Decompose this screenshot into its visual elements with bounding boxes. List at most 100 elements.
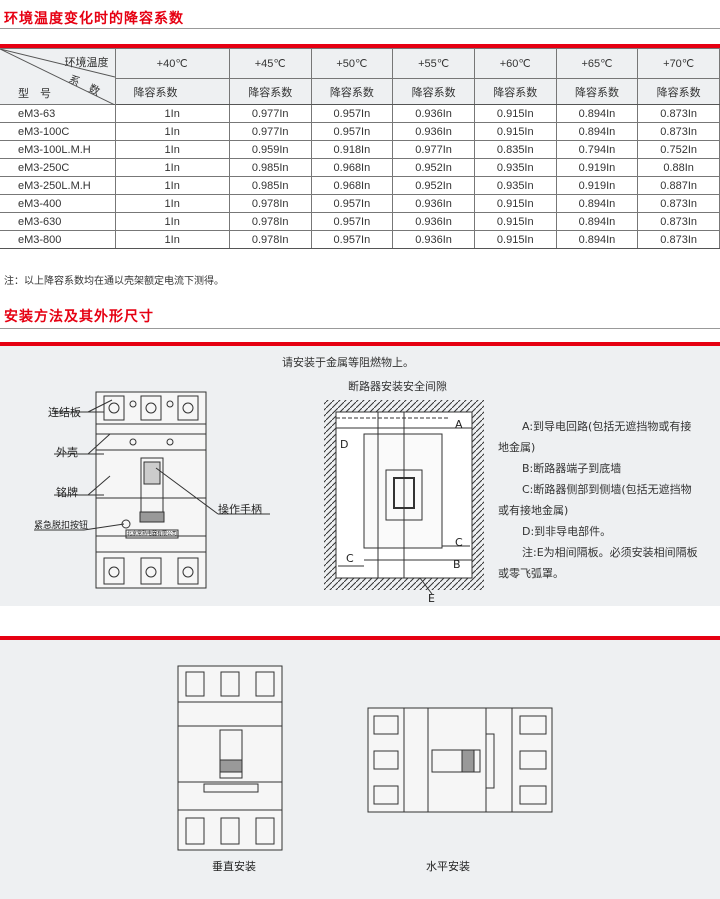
label-connector: 连结板 [48,406,81,419]
explanation-a: A:到导电回路(包括无遮挡物或有接地金属) [498,420,692,454]
derating-value: 0.894In [555,194,639,213]
derating-value: 1In [114,104,230,123]
derating-value: 0.936In [392,212,475,231]
derating-value: 1In [114,194,230,213]
dim-d: D [340,438,349,451]
derating-section-title: 环境温度变化时的降容系数 [4,11,184,27]
temp-header: +55℃ [392,48,475,79]
divider [0,28,720,29]
derating-value: 0.985In [228,176,312,195]
clearance-drawing [324,400,484,595]
sub-header: 降容系数 [228,78,312,105]
label-handle: 操作手柄 [218,503,262,516]
derating-value: 0.978In [228,194,312,213]
corner-temp-label: 环境温度 [64,57,109,69]
vertical-mount-label: 垂直安装 [212,860,256,873]
sub-header: 降容系数 [310,78,394,105]
derating-value: 1In [114,230,230,249]
diagonal-lines [0,49,115,105]
install-section-title: 安装方法及其外形尺寸 [4,309,154,325]
derating-value: 0.873In [637,212,720,231]
derating-value: 1In [114,212,230,231]
temp-header: +60℃ [473,48,557,79]
derating-value: 0.873In [637,122,720,141]
derating-value: 0.894In [555,104,639,123]
label-trip-button: 紧急脱扣按钮 [34,521,89,531]
derating-value: 0.977In [392,140,475,159]
derating-value: 0.873In [637,104,720,123]
clearance-explanations: A:到导电回路(包括无遮挡物或有接地金属) B:断路器端子到底墙 C:断路器侧部… [498,416,698,584]
explanation-c: C:断路器侧部到侧墙(包括无遮挡物或有接地金属) [498,483,692,517]
orientation-panel: 垂直安装 水平安装 [0,640,720,899]
horizontal-mount-drawing [367,707,553,813]
sub-header: 降容系数 [392,78,475,105]
model-name: eM3-250C [0,158,116,177]
model-name: eM3-250L.M.H [0,176,116,195]
derating-value: 0.959In [228,140,312,159]
derating-value: 0.752In [637,140,720,159]
clearance-title: 断路器安装安全间隙 [348,380,447,393]
derating-value: 0.957In [310,104,394,123]
explanation-note: 注:E为相间隔板。必须安装相间隔板或零飞弧罩。 [498,546,698,580]
dim-e: E [428,592,435,605]
table-note: 注：以上降容系数均在通以壳架额定电流下测得。 [4,276,224,287]
model-name: eM3-630 [0,212,116,231]
sub-header: 降容系数 [473,78,557,105]
panel-red-rule [0,636,720,640]
dim-c-left: C [346,552,354,565]
derating-value: 0.88In [637,158,720,177]
corner-header: 环境温度 系 数 型 号 [0,48,116,105]
model-name: eM3-100C [0,122,116,141]
derating-table: 环境温度 系 数 型 号 +40℃ +45℃ +50℃ +55℃ +60℃ +6… [0,48,720,249]
derating-value: 0.957In [310,212,394,231]
derating-value: 1In [114,140,230,159]
derating-value: 1In [114,176,230,195]
derating-value: 0.894In [555,212,639,231]
model-name: eM3-63 [0,104,116,123]
sub-header: 降容系数 [115,78,230,105]
derating-value: 0.919In [555,176,639,195]
derating-value: 0.968In [310,158,394,177]
temp-header: +50℃ [310,48,394,79]
temp-header: +70℃ [637,48,720,79]
derating-value: 0.936In [392,104,475,123]
derating-value: 0.915In [473,212,557,231]
derating-value: 0.915In [473,230,557,249]
derating-value: 0.894In [555,122,639,141]
derating-value: 0.977In [228,104,312,123]
derating-value: 0.968In [310,176,394,195]
derating-value: 0.894In [555,230,639,249]
model-name: eM3-800 [0,230,116,249]
sub-header: 降容系数 [637,78,720,105]
nameplate-text: 北京常熟电器有限公司 [127,531,178,537]
derating-value: 0.936In [392,230,475,249]
dim-c-right: C [455,536,463,549]
derating-value: 0.935In [473,158,557,177]
derating-value: 0.918In [310,140,394,159]
derating-value: 0.952In [392,158,475,177]
install-panel: 请安装于金属等阻燃物上。 断路器安装安全间隙 连结板 外壳 铭牌 紧急脱扣按钮 … [0,346,720,606]
derating-value: 0.915In [473,104,557,123]
explanation-d: D:到非导电部件。 [522,525,612,538]
dim-b: B [453,558,461,571]
derating-value: 0.957In [310,194,394,213]
derating-value: 0.985In [228,158,312,177]
derating-value: 0.835In [473,140,557,159]
derating-value: 0.935In [473,176,557,195]
derating-value: 0.957In [310,230,394,249]
derating-value: 0.957In [310,122,394,141]
model-name: eM3-400 [0,194,116,213]
derating-value: 1In [114,122,230,141]
label-nameplate: 铭牌 [56,486,78,499]
derating-value: 0.873In [637,194,720,213]
sub-header: 降容系数 [555,78,639,105]
label-shell: 外壳 [56,446,78,459]
breaker-front-drawing [34,391,270,589]
derating-value: 0.978In [228,212,312,231]
